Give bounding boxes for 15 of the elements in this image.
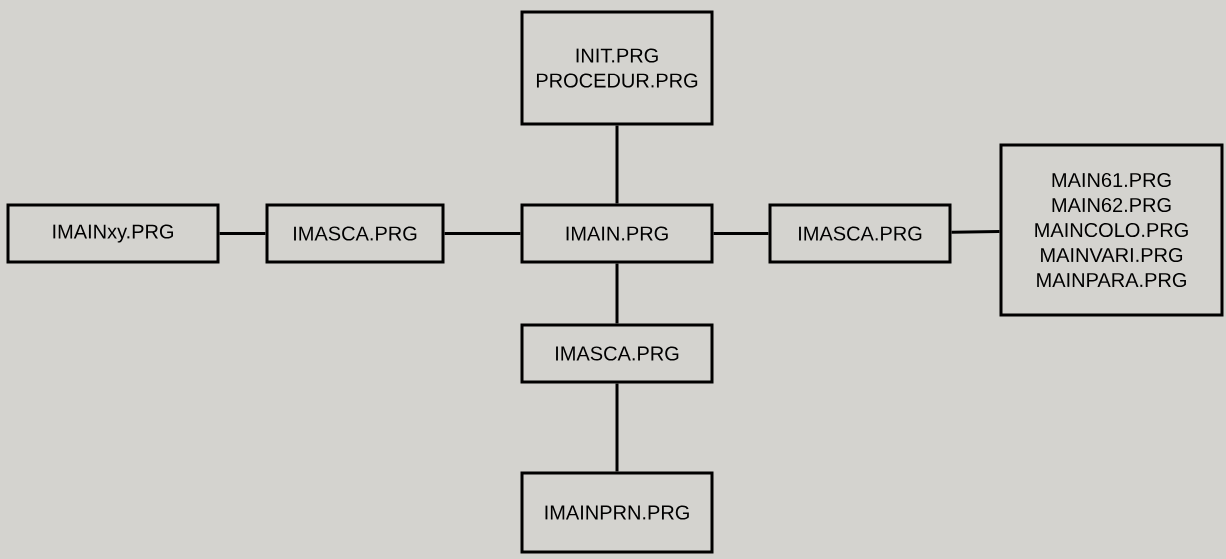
- connector-line: [713, 232, 769, 235]
- file-box: MAIN61.PRG MAIN62.PRG MAINCOLO.PRG MAINVARI.PRG MAINPARA.PRG: [999, 143, 1224, 317]
- file-box: IMAIN.PRG: [520, 203, 714, 264]
- file-box: IMASCA.PRG: [265, 203, 445, 264]
- file-box: IMAINxy.PRG: [6, 203, 220, 264]
- connector-line: [615, 125, 619, 204]
- file-box: IMASCA.PRG: [520, 323, 714, 384]
- connector-line: [444, 232, 521, 235]
- connector-line: [951, 230, 1000, 234]
- connector-line: [219, 232, 266, 235]
- connector-line: [615, 263, 619, 324]
- file-box: IMAINPRN.PRG: [520, 471, 714, 554]
- file-box: INIT.PRG PROCEDUR.PRG: [520, 10, 714, 126]
- connector-line: [615, 383, 619, 472]
- file-box: IMASCA.PRG: [768, 203, 952, 264]
